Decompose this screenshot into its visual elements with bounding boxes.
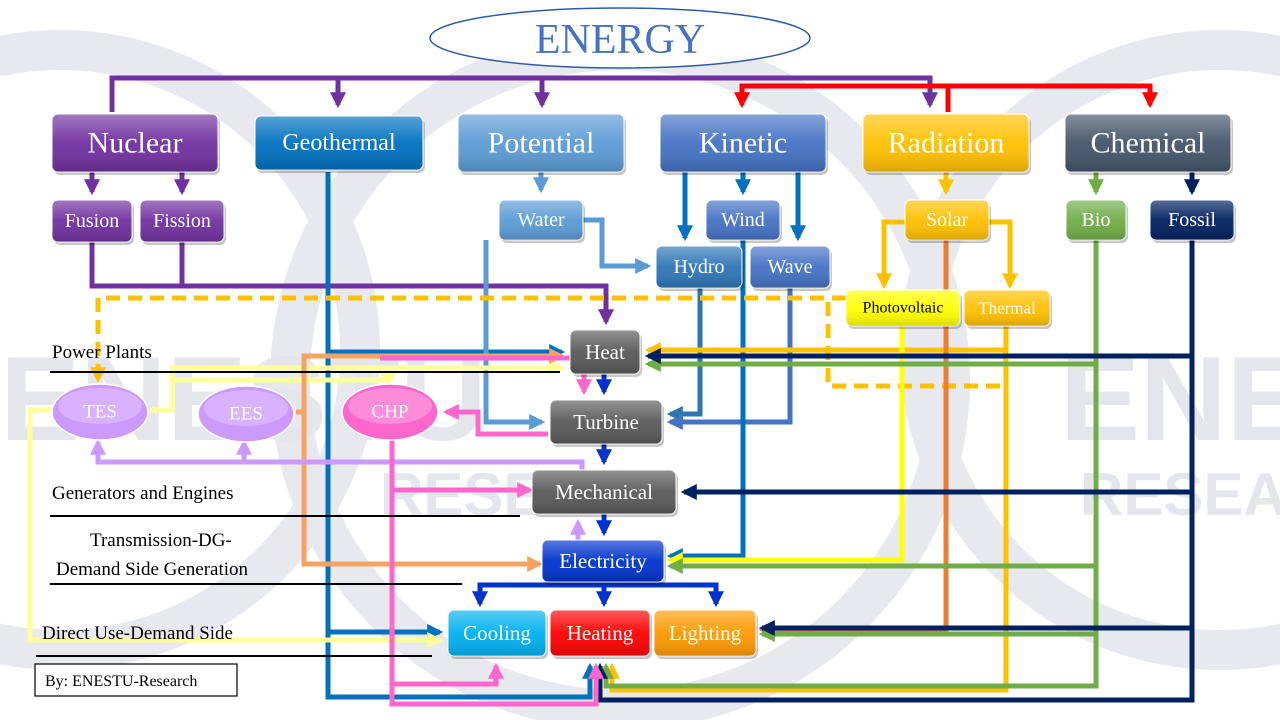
node-fusion-label: Fusion bbox=[65, 210, 119, 232]
node-lighting: Lighting bbox=[653, 609, 758, 659]
node-solar-label: Solar bbox=[926, 209, 969, 231]
flow-solar-thermal bbox=[988, 219, 1019, 290]
flow-tes-cooling bbox=[27, 407, 444, 649]
title-ellipse bbox=[429, 7, 811, 69]
flow-wind-electricity bbox=[666, 240, 746, 565]
node-fossil: Fossil bbox=[1149, 199, 1236, 243]
label-transmission-2: Demand Side Generation bbox=[56, 559, 249, 580]
node-ees-label: EES bbox=[229, 404, 263, 425]
node-tes: TES bbox=[51, 383, 149, 441]
node-heat-label: Heat bbox=[585, 340, 625, 364]
node-tes-label: TES bbox=[83, 402, 117, 423]
node-water-label: Water bbox=[517, 209, 565, 231]
node-wind-label: Wind bbox=[721, 209, 765, 231]
flow-water-turbine bbox=[483, 240, 546, 431]
node-chemical: Chemical bbox=[1064, 113, 1233, 175]
credit-text: By: ENESTU-Research bbox=[45, 673, 197, 690]
title-group: ENERGY bbox=[429, 7, 811, 69]
flow-pv-electricity bbox=[666, 326, 905, 569]
node-cooling: Cooling bbox=[447, 609, 548, 659]
flow-chp-cooling bbox=[389, 490, 505, 687]
node-electricity-label: Electricity bbox=[559, 549, 647, 573]
flow-wave-turbine bbox=[666, 288, 793, 431]
node-heating-label: Heating bbox=[567, 621, 634, 645]
diagram-title: ENERGY bbox=[535, 17, 705, 63]
node-fusion: Fusion bbox=[51, 199, 134, 245]
label-direct-use: Direct Use-Demand Side bbox=[42, 623, 233, 644]
node-lighting-label: Lighting bbox=[669, 621, 742, 645]
node-thermal: Thermal bbox=[963, 289, 1052, 329]
node-chp-label: CHP bbox=[372, 402, 409, 423]
flow-lines bbox=[27, 75, 1201, 707]
node-radiation: Radiation bbox=[862, 113, 1031, 175]
node-mechanical: Mechanical bbox=[531, 469, 678, 517]
flow-top-bus bbox=[109, 75, 939, 112]
watermark-text-right: ENE bbox=[1060, 332, 1280, 466]
node-heat: Heat bbox=[569, 329, 642, 377]
node-hydro-label: Hydro bbox=[673, 256, 724, 278]
flow-chp-heating bbox=[389, 662, 605, 707]
credit-box: By: ENESTU-Research bbox=[34, 663, 238, 697]
node-turbine-label: Turbine bbox=[573, 410, 639, 434]
node-hydro: Hydro bbox=[655, 245, 744, 291]
node-fission: Fission bbox=[139, 199, 226, 245]
node-geothermal: Geothermal bbox=[254, 115, 425, 173]
node-wave: Wave bbox=[749, 245, 832, 291]
node-kinetic: Kinetic bbox=[659, 113, 828, 175]
label-transmission-1: Transmission-DG- bbox=[90, 530, 232, 551]
flow-mechanical-tes bbox=[89, 438, 585, 470]
node-water: Water bbox=[498, 199, 585, 243]
flow-bio-electricity bbox=[666, 364, 1099, 575]
flow-fusion-heat bbox=[89, 242, 615, 326]
label-generators: Generators and Engines bbox=[52, 483, 234, 504]
node-mechanical-label: Mechanical bbox=[555, 480, 653, 504]
flow-fossil-heating bbox=[591, 628, 1195, 703]
flow-electricity-lighting bbox=[604, 582, 725, 608]
node-fossil-label: Fossil bbox=[1168, 209, 1216, 231]
flow-solar-pv bbox=[875, 219, 905, 290]
node-chemical-label: Chemical bbox=[1091, 127, 1206, 160]
label-power-plants: Power Plants bbox=[52, 342, 152, 363]
node-thermal-label: Thermal bbox=[978, 299, 1036, 318]
node-potential: Potential bbox=[457, 113, 626, 175]
node-nuclear-label: Nuclear bbox=[88, 127, 183, 160]
node-cooling-label: Cooling bbox=[463, 621, 531, 645]
node-heating: Heating bbox=[549, 609, 652, 659]
node-solar: Solar bbox=[904, 199, 991, 243]
flow-tes-heat bbox=[150, 359, 566, 413]
flow-water-hydro bbox=[583, 217, 652, 275]
stage-labels: Power Plants Generators and Engines Tran… bbox=[36, 342, 560, 657]
flow-turbine-chp bbox=[442, 403, 548, 437]
watermark-sub-left: RESE bbox=[380, 461, 543, 528]
node-bio-label: Bio bbox=[1082, 209, 1111, 231]
node-photovoltaic-label: Photovoltaic bbox=[863, 300, 944, 317]
node-electricity: Electricity bbox=[541, 539, 666, 585]
node-nuclear: Nuclear bbox=[51, 113, 220, 175]
node-radiation-label: Radiation bbox=[888, 127, 1005, 160]
node-turbine: Turbine bbox=[549, 399, 664, 447]
node-geothermal-label: Geothermal bbox=[282, 130, 396, 156]
flow-thermal-tes-dashed bbox=[89, 295, 846, 384]
node-fission-label: Fission bbox=[153, 210, 211, 232]
node-chp: CHP bbox=[341, 383, 439, 441]
flow-radiation-kinetic bbox=[733, 83, 951, 112]
node-potential-label: Potential bbox=[488, 127, 595, 160]
node-ees: EES bbox=[197, 385, 295, 443]
node-kinetic-label: Kinetic bbox=[699, 127, 787, 160]
node-wind: Wind bbox=[705, 199, 782, 243]
flow-geothermal-heating bbox=[325, 632, 599, 700]
node-photovoltaic: Photovoltaic bbox=[845, 289, 962, 329]
node-bio: Bio bbox=[1065, 199, 1128, 243]
node-wave-label: Wave bbox=[767, 256, 812, 278]
flow-radiation-chemical bbox=[948, 83, 1159, 109]
